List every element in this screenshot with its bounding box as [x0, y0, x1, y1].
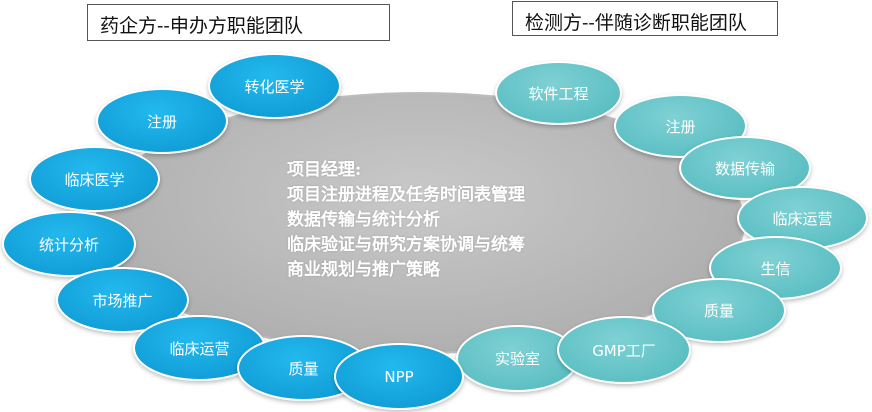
- left-bubble-statistical-analysis: 统计分析: [2, 211, 136, 277]
- left-bubble-translational-medicine: 转化医学: [208, 53, 341, 119]
- project-manager-text: 项目经理: 项目注册进程及任务时间表管理 数据传输与统计分析 临床验证与研究方案…: [287, 158, 617, 283]
- pm-duty-4: 商业规划与推广策略: [287, 260, 440, 280]
- right-bubble-software-engineering: 软件工程: [495, 61, 622, 125]
- left-bubble-registration: 注册: [96, 88, 228, 154]
- diagnostics-team-title: 检测方--伴随诊断职能团队: [512, 1, 778, 36]
- pm-duty-1: 项目注册进程及任务时间表管理: [287, 185, 525, 205]
- left-bubble-clinical-operations: 临床运营: [133, 315, 266, 381]
- right-bubble-gmp-factory: GMP工厂: [557, 316, 691, 384]
- pm-duty-2: 数据传输与统计分析: [287, 210, 440, 230]
- project-manager-heading: 项目经理:: [287, 160, 362, 180]
- left-bubble-npp: NPP: [334, 343, 464, 410]
- pm-duty-3: 临床验证与研究方案协调与统筹: [287, 235, 525, 255]
- left-bubble-clinical-medicine: 临床医学: [29, 146, 160, 212]
- pharma-team-title: 药企方--申办方职能团队: [87, 4, 390, 41]
- right-bubble-registration: 注册: [614, 94, 747, 158]
